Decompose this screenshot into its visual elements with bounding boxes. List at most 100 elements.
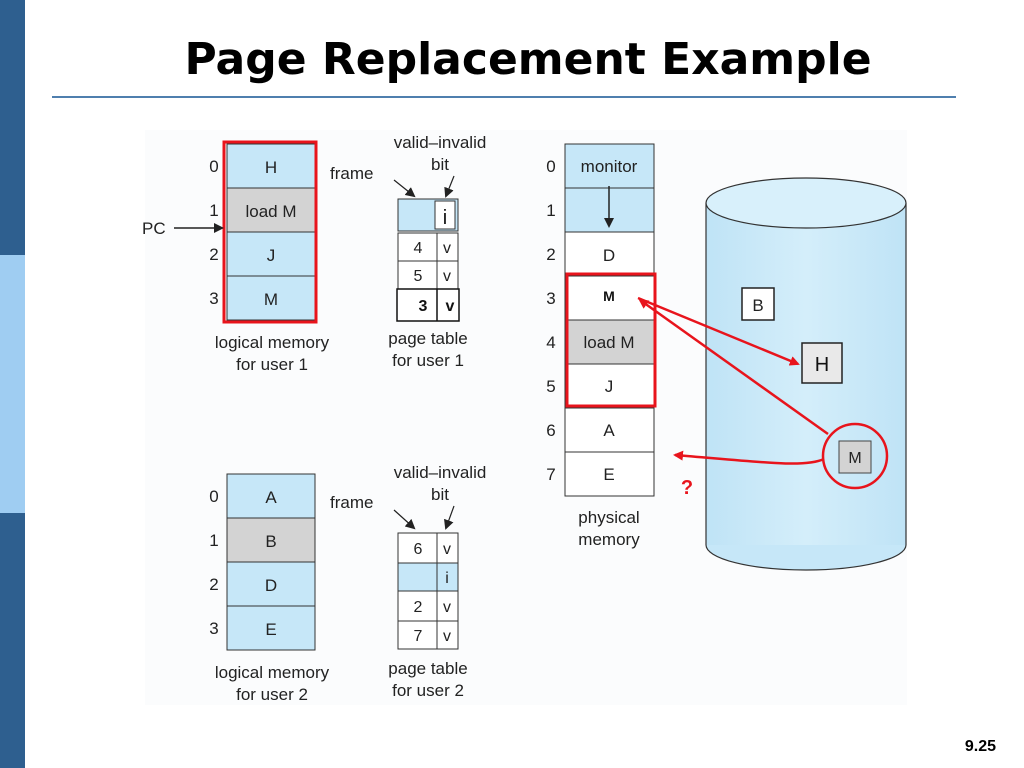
frame-6: 6 A	[546, 407, 655, 453]
pt-row-cell	[396, 288, 460, 322]
bit-pointer-arrow	[444, 505, 455, 530]
disk-block-label: B	[752, 296, 763, 315]
frame-7: 7 E	[546, 451, 655, 497]
page-label: M	[264, 290, 278, 309]
page-label: B	[265, 532, 276, 551]
frame-cell	[564, 143, 655, 189]
page-table-row-1: 4 v	[397, 232, 459, 262]
bit-label-line2: bit	[431, 485, 449, 504]
frame-2: 2 D	[546, 231, 655, 277]
page-cell	[226, 275, 316, 321]
frame-index: 3	[546, 289, 555, 308]
disk-block-b: B	[741, 287, 775, 321]
page-index: 0	[209, 157, 218, 176]
frame-cell	[564, 407, 655, 453]
pt-frame: 3	[419, 298, 428, 315]
page-cell	[226, 231, 316, 277]
page-table-row-0: 6 v	[397, 532, 459, 564]
page-index: 1	[209, 201, 218, 220]
pt-row-cell	[397, 532, 459, 564]
pt-bit: v	[443, 541, 451, 558]
sidebar-segment-top	[0, 0, 25, 255]
page-label: J	[267, 246, 276, 265]
user1-pt-caption-line2: for user 1	[392, 351, 464, 370]
frame-label: frame	[330, 493, 373, 512]
page-table-row-0: i	[397, 198, 459, 232]
user1-highlight-box	[222, 140, 318, 324]
page-index: 0	[209, 487, 218, 506]
page-label: E	[265, 620, 276, 639]
frame-index: 0	[546, 157, 555, 176]
title-divider	[52, 96, 956, 98]
user1-pt-caption-line1: page table	[388, 329, 467, 348]
page-label: D	[265, 576, 277, 595]
frame-cell	[564, 363, 655, 409]
page-label: H	[265, 158, 277, 177]
physical-caption-line2: memory	[578, 530, 640, 549]
page-label: load M	[245, 202, 296, 221]
question-mark: ?	[681, 477, 693, 499]
pt-frame: 7	[414, 628, 423, 645]
pt-bit: v	[446, 298, 455, 315]
user2-logical-caption-line1: logical memory	[215, 663, 330, 682]
logical-page-1: 1 load M	[209, 187, 316, 233]
logical-page-0: 0 A	[209, 473, 316, 519]
pt-bit: i	[445, 570, 449, 587]
pt-bit: i	[443, 207, 447, 229]
frame-0: 0 monitor	[546, 143, 655, 189]
page-label: A	[265, 488, 277, 507]
pt-row-cell	[397, 232, 459, 262]
frame-5: 5 J	[546, 363, 655, 409]
user1-logical-caption-line1: logical memory	[215, 333, 330, 352]
frame-pointer-arrow	[393, 509, 416, 530]
disk-block-h: H	[801, 342, 843, 384]
frame-label: A	[603, 421, 615, 440]
disk-block-cell	[741, 287, 775, 321]
page-cell	[226, 561, 316, 607]
swap-arrows	[637, 296, 829, 465]
pt-row-cell	[397, 620, 459, 650]
sidebar-segment-bottom	[0, 513, 25, 768]
sidebar-band	[0, 0, 25, 768]
physical-caption-line1: physical	[578, 508, 639, 527]
pt-bit-cell	[434, 200, 456, 230]
pt-bit: v	[443, 599, 451, 616]
pt-frame: 5	[414, 268, 423, 285]
pt-bit: v	[443, 240, 451, 257]
pt-row-cell	[397, 562, 459, 592]
pt-bit: v	[443, 628, 451, 645]
pt-row-cell	[397, 260, 459, 290]
user2-logical-caption-line2: for user 2	[236, 685, 308, 704]
page-index: 2	[209, 245, 218, 264]
pt-row-cell	[397, 590, 459, 622]
logical-page-2: 2 D	[209, 561, 316, 607]
page-index: 2	[209, 575, 218, 594]
frame-label: J	[605, 377, 614, 396]
frame-4: 4 load M	[546, 319, 655, 365]
frame-index: 2	[546, 245, 555, 264]
frame-index: 6	[546, 421, 555, 440]
victim-frames-highlight	[565, 272, 657, 408]
disk-block-cell	[838, 440, 872, 474]
frame-index: 5	[546, 377, 555, 396]
page-index: 3	[209, 289, 218, 308]
swap-out-arrow	[637, 296, 800, 366]
page-cell	[226, 143, 316, 189]
free-frame-arrow	[673, 450, 825, 465]
user1-page-table: valid–invalid bit frame i 4 v 5 v 3 v p	[330, 133, 486, 370]
disk-cylinder: B H M	[705, 177, 907, 571]
page-cell	[226, 605, 316, 651]
user2-logical-memory: 0 A 1 B 2 D 3 E logical memory for user …	[209, 473, 330, 704]
disk-block-m: M	[821, 422, 889, 490]
page-cell	[226, 473, 316, 519]
frame-index: 7	[546, 465, 555, 484]
sidebar-segment-middle	[0, 255, 25, 513]
physical-memory: 0 monitor 1 2 D 3 M 4 load M 5 J	[546, 143, 693, 549]
disk-bottom	[705, 544, 907, 571]
pt-frame: 2	[414, 599, 423, 616]
user2-pt-caption-line1: page table	[388, 659, 467, 678]
logical-page-3: 3 M	[209, 275, 316, 321]
page-table-row-2: 5 v	[397, 260, 459, 290]
page-table-row-3: 7 v	[397, 620, 459, 650]
